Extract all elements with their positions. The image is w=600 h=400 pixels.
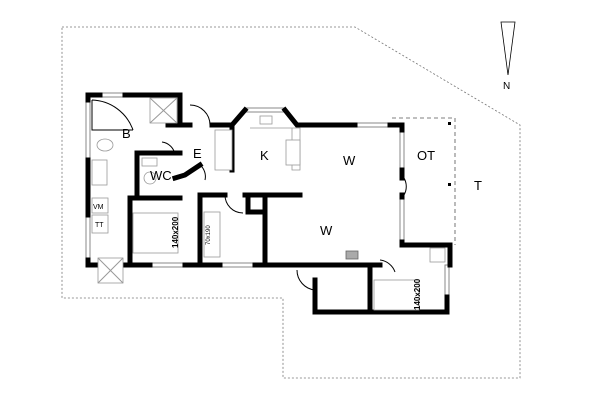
bed-size-1: 140x200	[171, 216, 180, 248]
room-label-covered-terrace: OT	[417, 148, 435, 163]
toilet-icon	[96, 138, 114, 152]
bed-size-3: 140x200	[413, 278, 422, 310]
post	[448, 183, 451, 186]
room-label-kitchen: K	[260, 148, 269, 163]
post	[448, 122, 451, 125]
room-label-toilet: WC	[150, 168, 172, 183]
stove-fireplace-icon	[345, 250, 359, 260]
north-arrow-icon	[500, 21, 516, 76]
room-label-living-top: W	[343, 153, 356, 168]
bed-single	[203, 211, 221, 258]
fixtures	[91, 97, 446, 311]
terrace-outline	[392, 117, 456, 245]
walls	[85, 92, 453, 315]
label-washing-machine: VM	[93, 204, 104, 211]
bed-double-1	[132, 212, 179, 254]
kitchen-sink-icon	[259, 115, 273, 125]
bed-size-2: 70x190	[206, 225, 212, 245]
sink-icon	[91, 159, 108, 186]
compass-label: N	[503, 81, 510, 92]
stove-icon	[285, 139, 301, 166]
wc-toilet-icon	[143, 171, 157, 185]
doors	[91, 99, 407, 291]
windows	[85, 92, 450, 298]
bed-double-2	[373, 279, 420, 311]
room-label-entrance: E	[193, 146, 202, 161]
room-label-living-bottom: W	[320, 223, 333, 238]
room-label-bathroom: B	[122, 126, 131, 141]
compass: N	[500, 21, 516, 92]
label-tumble-dryer: TT	[95, 222, 104, 229]
plot-boundary	[61, 26, 521, 379]
wc-sink-icon	[141, 157, 158, 167]
room-label-terrace: T	[474, 178, 482, 193]
